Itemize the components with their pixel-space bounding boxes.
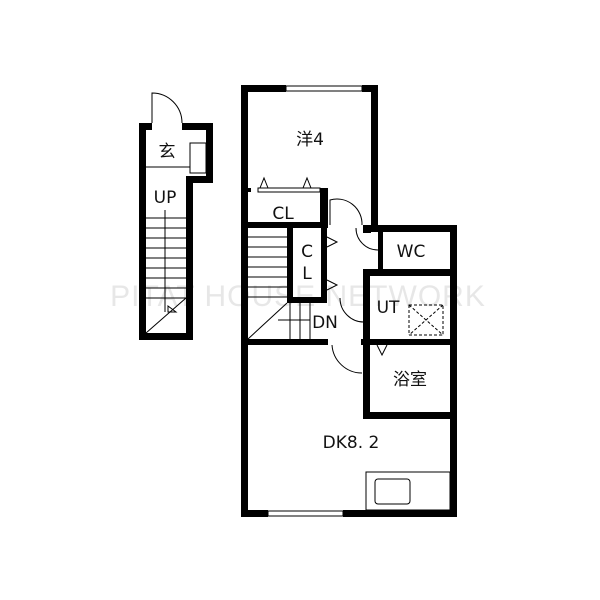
label-dining-kitchen: DK8. 2 — [323, 433, 380, 453]
watermark: PITAT HOUSE NETWORK — [110, 280, 486, 313]
label-closet: CL — [272, 204, 294, 224]
entry-door — [151, 92, 183, 124]
label-western-room: 洋4 — [296, 130, 324, 150]
door-wc — [355, 227, 379, 251]
kitchen-sink — [374, 478, 411, 505]
label-utility: UT — [377, 298, 400, 318]
label-entrance: 玄 — [159, 142, 176, 162]
door-western-room — [329, 198, 363, 226]
door-dk — [331, 344, 363, 374]
stairs-up — [145, 210, 187, 334]
entrance-stair-unit: 玄 UP — [139, 92, 213, 340]
label-up: UP — [154, 188, 177, 208]
main-unit-walls — [241, 85, 457, 517]
washer-space — [408, 304, 444, 336]
label-down: DN — [312, 313, 338, 333]
label-bathroom: 浴室 — [393, 370, 427, 390]
stairs-down — [247, 236, 311, 340]
kitchen-counter — [365, 471, 451, 511]
label-closet-2-c: C — [301, 242, 313, 262]
window-north — [285, 85, 363, 92]
label-toilet: WC — [397, 242, 426, 262]
label-closet-2-l: L — [302, 264, 312, 284]
window-south — [267, 510, 344, 517]
door-ut — [339, 297, 366, 323]
